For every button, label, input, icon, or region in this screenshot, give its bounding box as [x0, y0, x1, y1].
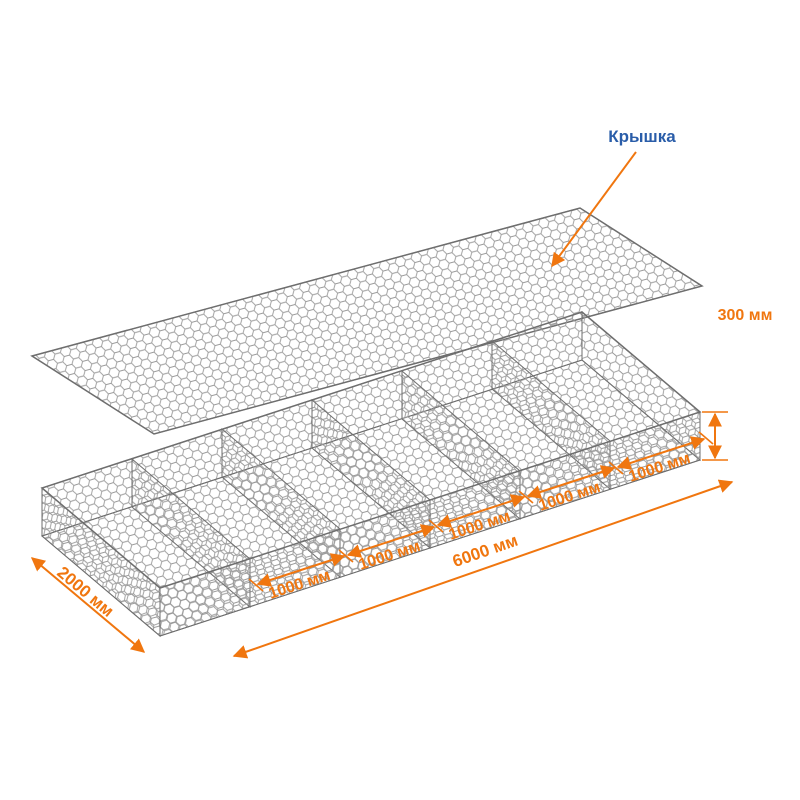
- length-dimension-arrow: [232, 479, 734, 659]
- lid-outline: [30, 207, 704, 435]
- height-dimension-label: 300 мм: [718, 307, 773, 324]
- box-top-rim: [40, 311, 702, 589]
- lid-label: Крышка: [608, 127, 676, 146]
- width-dimension-arrow: [30, 557, 146, 653]
- segment-tick: [608, 461, 624, 475]
- segment-tick: [698, 431, 714, 445]
- gabion-lid: [30, 207, 704, 435]
- segment-dimension-arrow-5: [616, 436, 706, 470]
- lid-pointer-arrow: [551, 151, 637, 268]
